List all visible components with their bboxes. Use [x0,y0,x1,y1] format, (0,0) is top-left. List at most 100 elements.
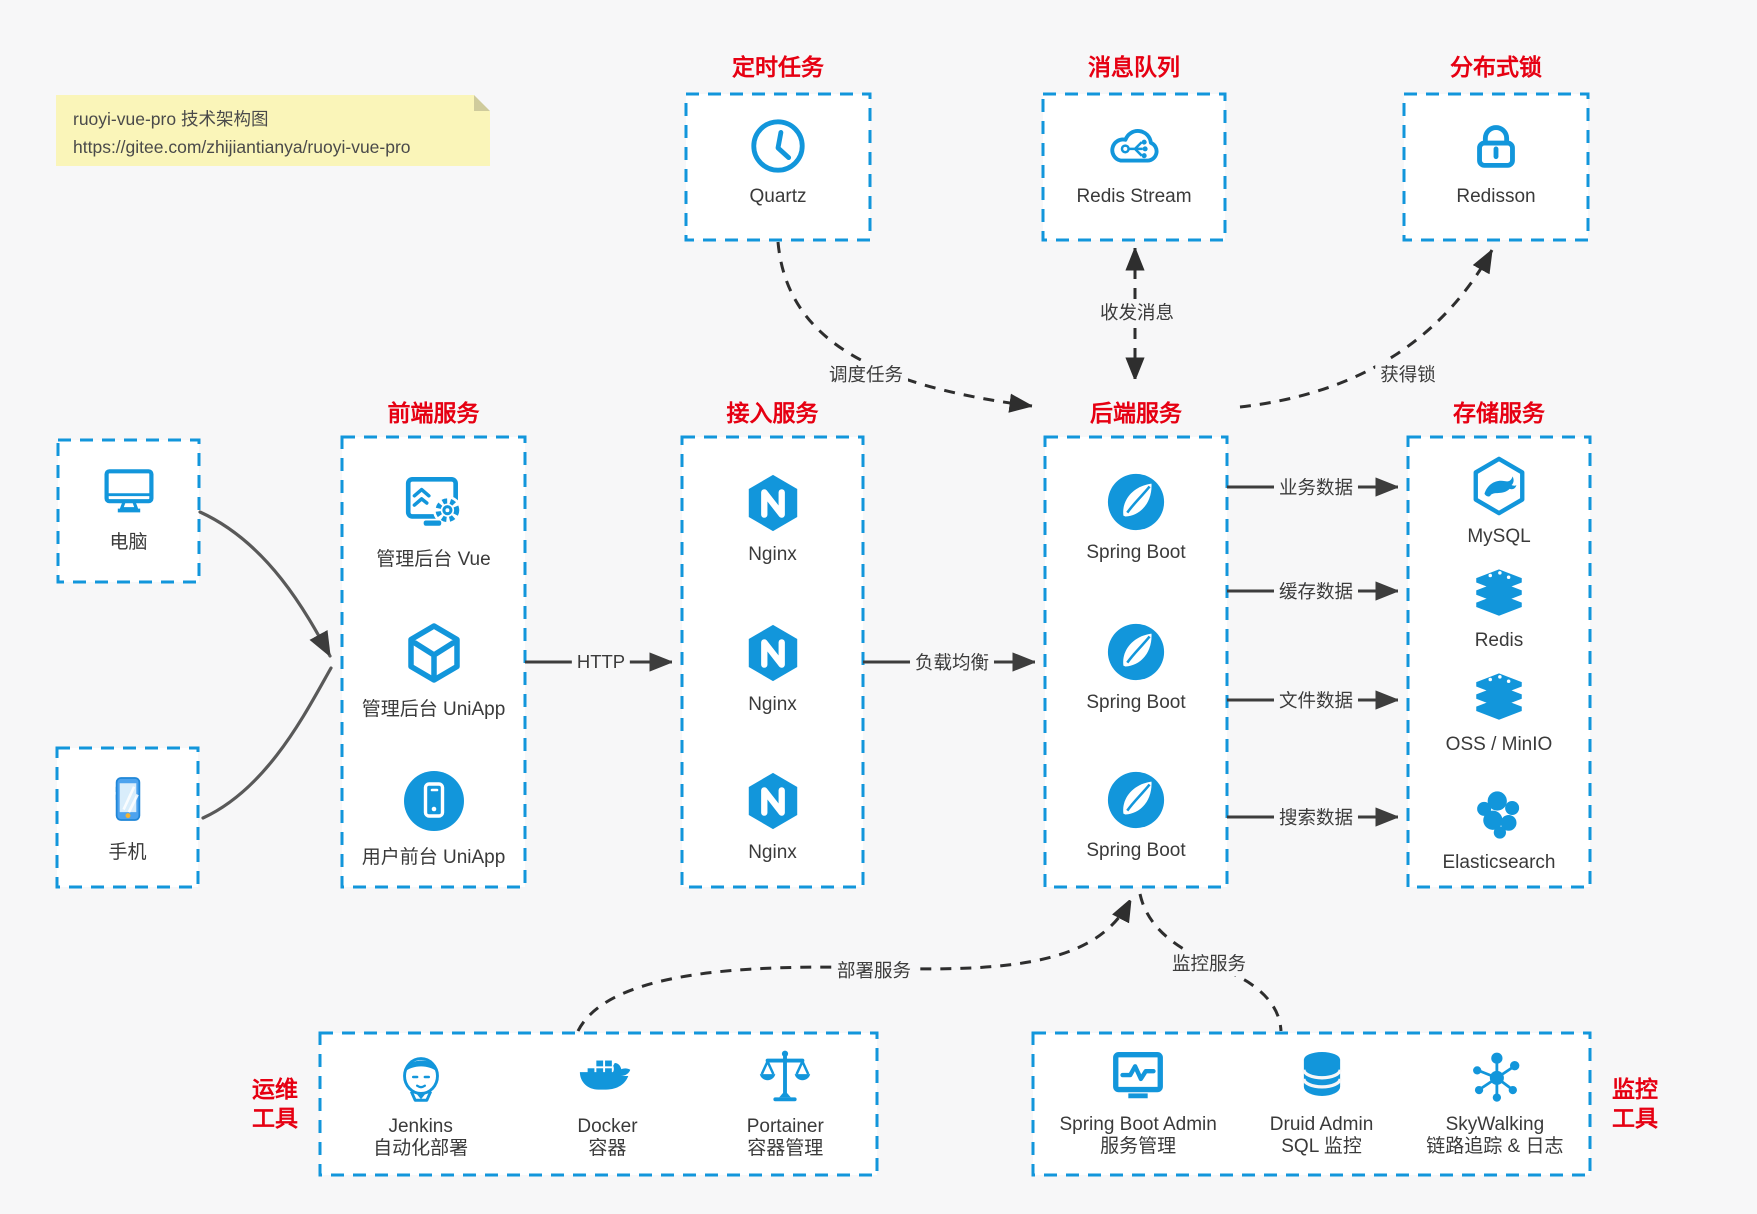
monitoring-label-line1: 监控 [1612,1076,1658,1102]
elasticsearch-icon [1470,787,1528,843]
service-label: Spring Boot [1086,542,1186,563]
service-label: 用户前台 UniApp [361,847,506,868]
title-storage-services: 存储服务 [1453,400,1545,426]
tool-spring-boot-admin: Spring Boot Admin 服务管理 [1059,1046,1217,1158]
service-admin-vue: 管理后台 Vue [342,471,525,571]
service-label: Quartz [749,186,807,207]
cloud-stream-icon [1102,115,1166,177]
mysql-icon [1468,455,1530,517]
ops-label-line2: 工具 [252,1105,298,1131]
phone-circle-icon [402,769,466,833]
service-label: 管理后台 UniApp [361,699,506,720]
nginx-icon [742,471,804,535]
edge-label-load-balance: 负载均衡 [909,649,995,675]
title-gateway-services: 接入服务 [726,400,819,426]
service-label: Spring Boot [1086,692,1186,713]
gateway-panel: Nginx Nginx Nginx [682,437,863,887]
spring-boot-icon [1105,471,1167,533]
service-label: Nginx [748,694,797,715]
service-label: Nginx [748,842,797,863]
monitoring-tools-side-label: 监控 工具 [1600,1075,1670,1133]
service-label: Nginx [748,544,797,565]
service-user-uniapp: 用户前台 UniApp [342,769,525,869]
docker-icon [574,1046,640,1108]
clock-icon [747,115,809,177]
service-label: Spring Boot [1086,840,1186,861]
nginx-icon [742,769,804,833]
title-backend-services: 后端服务 [1090,400,1182,426]
client-label: 电脑 [109,532,148,553]
note-title: ruoyi-vue-pro 技术架构图 [73,109,269,129]
tool-docker: Docker 容器 [574,1046,640,1160]
title-frontend-services: 前端服务 [387,400,480,426]
service-nginx-2: Nginx [682,621,863,716]
client-pc: 电脑 [58,440,199,582]
tool-name: Docker [577,1116,638,1137]
edge-label-deploy: 部署服务 [831,957,917,983]
admin-vue-icon [401,471,467,535]
trace-nodes-icon [1465,1046,1525,1106]
tool-portainer: Portainer 容器管理 [747,1046,824,1160]
service-elasticsearch: Elasticsearch [1408,787,1590,874]
tool-desc: 链路追踪 & 日志 [1426,1136,1564,1157]
client-label: 手机 [108,842,147,863]
quartz-node: Quartz [686,94,870,240]
service-label: MySQL [1467,526,1531,547]
monitoring-tools-panel: Spring Boot Admin 服务管理 Druid Admin SQL 监… [1033,1033,1590,1175]
monitoring-label-line2: 工具 [1612,1105,1658,1131]
edge-label-message: 收发消息 [1094,299,1180,325]
edge-label-schedule: 调度任务 [823,361,909,387]
tool-name: Portainer [746,1116,824,1137]
title-distributed-lock: 分布式锁 [1450,54,1542,80]
title-message-queue: 消息队列 [1088,54,1180,80]
service-springboot-1: Spring Boot [1045,471,1227,564]
lock-icon [1465,115,1527,177]
frontend-panel: 管理后台 Vue 管理后台 UniApp [342,437,525,887]
admin-monitor-icon [1107,1046,1169,1106]
tool-jenkins: Jenkins 自动化部署 [373,1046,468,1160]
tool-skywalking: SkyWalking 链路追踪 & 日志 [1426,1046,1563,1158]
client-phone: 手机 [57,748,198,887]
redis-stream-node: Redis Stream [1043,94,1225,240]
service-admin-uniapp: 管理后台 UniApp [342,621,525,721]
database-icon [1293,1046,1351,1106]
service-springboot-3: Spring Boot [1045,769,1227,862]
edge-label-file: 文件数据 [1273,687,1359,713]
service-mysql: MySQL [1408,455,1590,548]
service-label: Redis [1474,630,1524,651]
desktop-icon [99,462,159,518]
service-label: OSS / MinIO [1445,734,1553,755]
service-nginx-1: Nginx [682,471,863,566]
backend-panel: Spring Boot Spring Boot Spring Boot [1045,437,1227,887]
tool-desc: 自动化部署 [373,1138,469,1159]
service-redis: Redis [1408,565,1590,652]
smartphone-icon [100,770,156,828]
redisson-node: Redisson [1404,94,1588,240]
note-fold-corner [474,95,490,111]
service-label: 管理后台 Vue [376,549,491,570]
storage-panel: MySQL Redis [1408,437,1590,887]
tool-name: Druid Admin [1269,1114,1374,1135]
edge-label-cache: 缓存数据 [1273,578,1359,604]
edge-label-monitor: 监控服务 [1166,950,1252,976]
tool-desc: 服务管理 [1100,1136,1177,1157]
edge-label-http: HTTP [571,651,631,673]
edge-label-lock: 获得锁 [1375,361,1441,387]
service-nginx-3: Nginx [682,769,863,864]
ops-tools-side-label: 运维 工具 [240,1075,310,1133]
edge-label-search: 搜索数据 [1273,804,1359,830]
note-url: https://gitee.com/zhijiantianya/ruoyi-vu… [73,137,411,157]
edge-label-business: 业务数据 [1273,474,1359,500]
jenkins-icon [390,1046,452,1108]
service-oss-minio: OSS / MinIO [1408,669,1590,756]
spring-boot-icon [1105,769,1167,831]
tool-druid: Druid Admin SQL 监控 [1269,1046,1374,1158]
tool-name: Jenkins [388,1116,453,1137]
ops-label-line1: 运维 [252,1076,298,1102]
nginx-icon [742,621,804,685]
ops-tools-panel: Jenkins 自动化部署 Docker 容器 [320,1033,877,1175]
tool-name: Spring Boot Admin [1059,1114,1217,1135]
service-springboot-2: Spring Boot [1045,621,1227,714]
redis-stack-icon [1470,565,1528,621]
